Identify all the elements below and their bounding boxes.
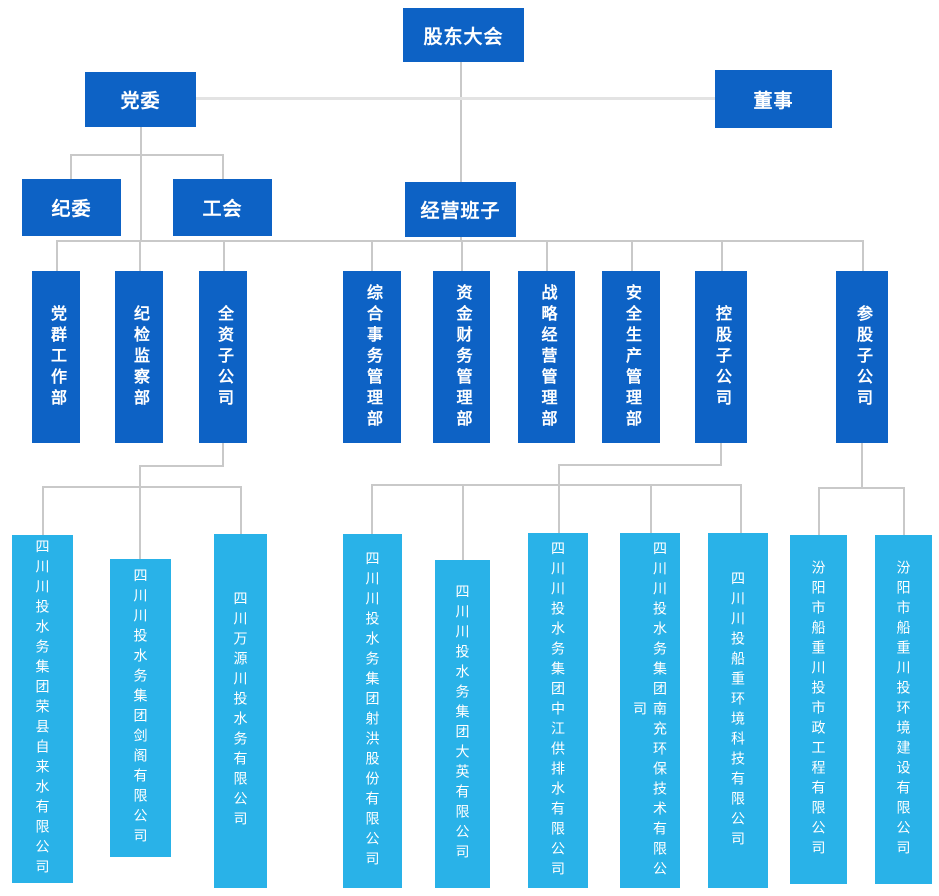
connector xyxy=(720,443,722,466)
node-dept-discipline-inspection: 纪检监察部 xyxy=(115,271,163,443)
connector xyxy=(139,465,141,488)
connector xyxy=(818,487,820,535)
connector xyxy=(222,443,224,467)
connector xyxy=(222,154,224,179)
connector xyxy=(903,487,905,535)
node-company-nanchong: 四川川投水务集团南充环保技术有限公司 xyxy=(620,533,680,888)
node-dept-equity-subsidiaries: 参股子公司 xyxy=(836,271,888,443)
connector xyxy=(631,240,633,271)
connector xyxy=(223,240,225,271)
connector xyxy=(862,240,864,271)
connector xyxy=(56,240,58,271)
connector xyxy=(371,484,742,486)
connector xyxy=(650,484,652,533)
node-shareholders-meeting: 股东大会 xyxy=(403,8,524,62)
node-party-committee: 党委 xyxy=(85,72,196,127)
node-dept-strategy-operation: 战略经营管理部 xyxy=(518,271,575,443)
connector xyxy=(196,97,715,100)
connector xyxy=(139,465,224,467)
node-company-rongxian-water: 四川川投水务集团荣县自来水有限公司 xyxy=(12,535,73,883)
node-dept-fund-finance: 资金财务管理部 xyxy=(433,271,490,443)
node-directors: 董事 xyxy=(715,70,832,128)
connector xyxy=(42,486,242,488)
node-company-wanyuan: 四川万源川投水务有限公司 xyxy=(214,534,267,888)
node-dept-general-affairs: 综合事务管理部 xyxy=(343,271,401,443)
connector xyxy=(558,484,560,533)
connector xyxy=(460,62,462,182)
connector xyxy=(139,240,141,271)
node-management-team: 经营班子 xyxy=(405,182,516,237)
node-company-chuanzhong-environment: 四川川投船重环境科技有限公司 xyxy=(708,533,768,888)
node-labor-union: 工会 xyxy=(173,179,272,236)
connector xyxy=(140,127,142,241)
node-company-fenyang-environment: 汾阳市船重川投环境建设有限公司 xyxy=(875,535,932,884)
node-dept-party-mass-work: 党群工作部 xyxy=(32,271,80,443)
connector xyxy=(740,484,742,533)
connector xyxy=(70,154,224,156)
connector xyxy=(42,486,44,535)
connector xyxy=(818,487,905,489)
connector xyxy=(461,240,463,271)
node-company-jiange: 四川川投水务集团剑阁有限公司 xyxy=(110,559,171,857)
node-company-shehong: 四川川投水务集团射洪股份有限公司 xyxy=(343,534,402,888)
connector xyxy=(546,240,548,271)
connector xyxy=(460,237,462,242)
connector xyxy=(371,240,373,271)
connector xyxy=(462,484,464,560)
connector xyxy=(70,154,72,179)
connector xyxy=(371,484,373,534)
node-discipline-committee: 纪委 xyxy=(22,179,121,236)
connector xyxy=(56,240,864,242)
node-company-daying: 四川川投水务集团大英有限公司 xyxy=(435,560,490,888)
connector xyxy=(139,486,141,559)
connector xyxy=(558,464,560,486)
connector xyxy=(861,443,863,488)
connector xyxy=(240,486,242,534)
node-dept-holding-subsidiaries: 控股子公司 xyxy=(695,271,747,443)
node-company-fenyang-municipal: 汾阳市船重川投市政工程有限公司 xyxy=(790,535,847,884)
connector xyxy=(721,240,723,271)
node-dept-wholly-owned-subsidiaries: 全资子公司 xyxy=(199,271,247,443)
node-dept-safety-production: 安全生产管理部 xyxy=(602,271,660,443)
node-company-zhongjiang: 四川川投水务集团中江供排水有限公司 xyxy=(528,533,588,888)
connector xyxy=(558,464,722,466)
